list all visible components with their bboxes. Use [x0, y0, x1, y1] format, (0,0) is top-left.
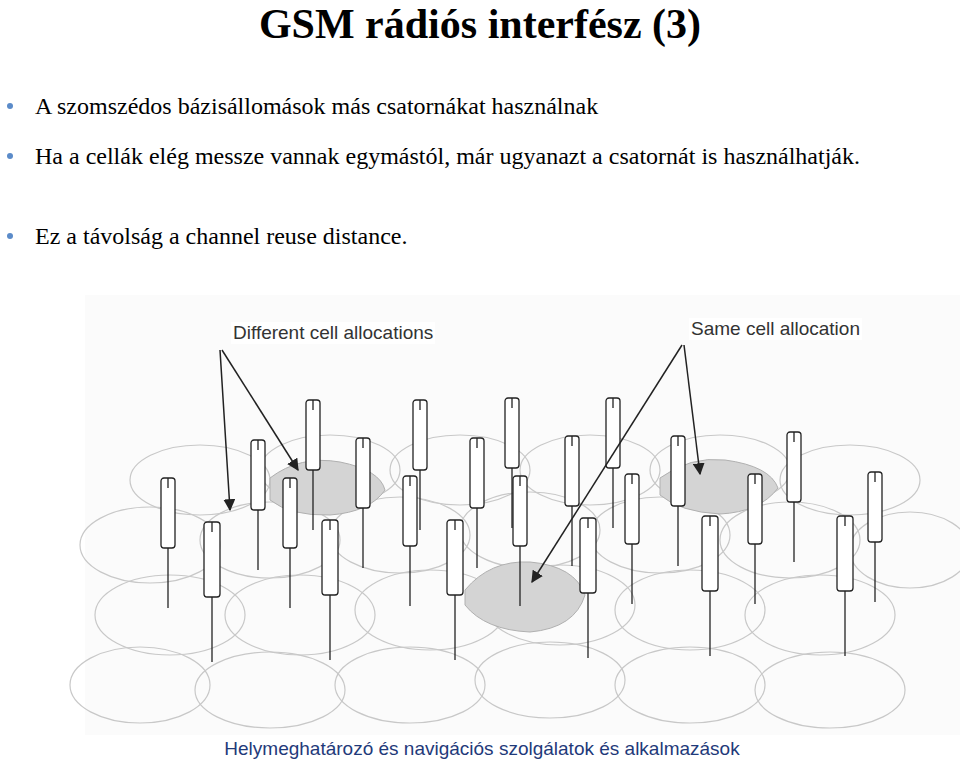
bullet-text: Ha a cellák elég messze vannak egymástól…	[35, 142, 940, 171]
callout-label: Different cell allocations	[231, 322, 435, 344]
cell-ellipses	[70, 435, 960, 728]
leader-arrows	[220, 345, 700, 582]
slide-title: GSM rádiós interfész (3)	[0, 0, 960, 48]
bullet-text: Ez a távolság a channel reuse distance.	[35, 222, 940, 251]
shaded-cells	[270, 459, 778, 632]
antenna-masts	[161, 398, 882, 662]
callout-label: Same cell allocation	[689, 318, 862, 340]
illustration-ground	[85, 295, 960, 735]
bullet-dots	[7, 103, 13, 239]
footer-text: Helymeghatározó és navigációs szolgálato…	[2, 738, 960, 760]
bullet-text: A szomszédos bázisállomások más csatorná…	[35, 92, 940, 121]
